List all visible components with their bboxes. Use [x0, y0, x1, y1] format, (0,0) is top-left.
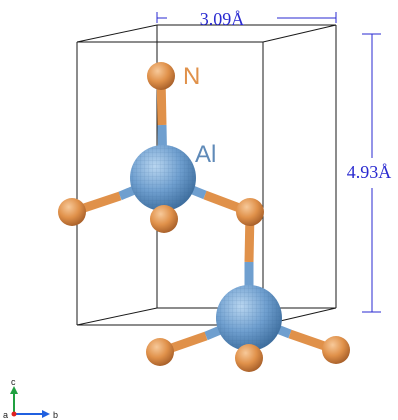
nitrogen-label: N: [183, 63, 200, 90]
nitrogen-atom: [58, 198, 86, 226]
nitrogen-atom: [236, 198, 264, 226]
cell-edge: [76, 24, 158, 43]
axis-label-c: c: [11, 377, 16, 387]
axis-label-a: a: [3, 410, 8, 420]
nitrogen-atom: [147, 62, 175, 90]
nitrogen-atom: [150, 205, 178, 233]
aluminum-label: Al: [195, 141, 216, 168]
cell-edge: [262, 24, 337, 43]
dimension-a-label: 3.09Å: [200, 9, 245, 29]
dimension-c-label: 4.93Å: [347, 162, 392, 182]
bonds: [70, 75, 338, 358]
nitrogen-atom: [322, 336, 350, 364]
dimension-a: [156, 12, 337, 23]
atoms: [58, 62, 350, 372]
axes-indicator: a b c: [3, 377, 58, 420]
nitrogen-atom: [235, 344, 263, 372]
nitrogen-atom: [146, 338, 174, 366]
dimension-c: [362, 33, 381, 313]
axis-label-b: b: [53, 410, 58, 420]
cell-edge: [76, 307, 158, 326]
unit-cell: [76, 24, 337, 326]
